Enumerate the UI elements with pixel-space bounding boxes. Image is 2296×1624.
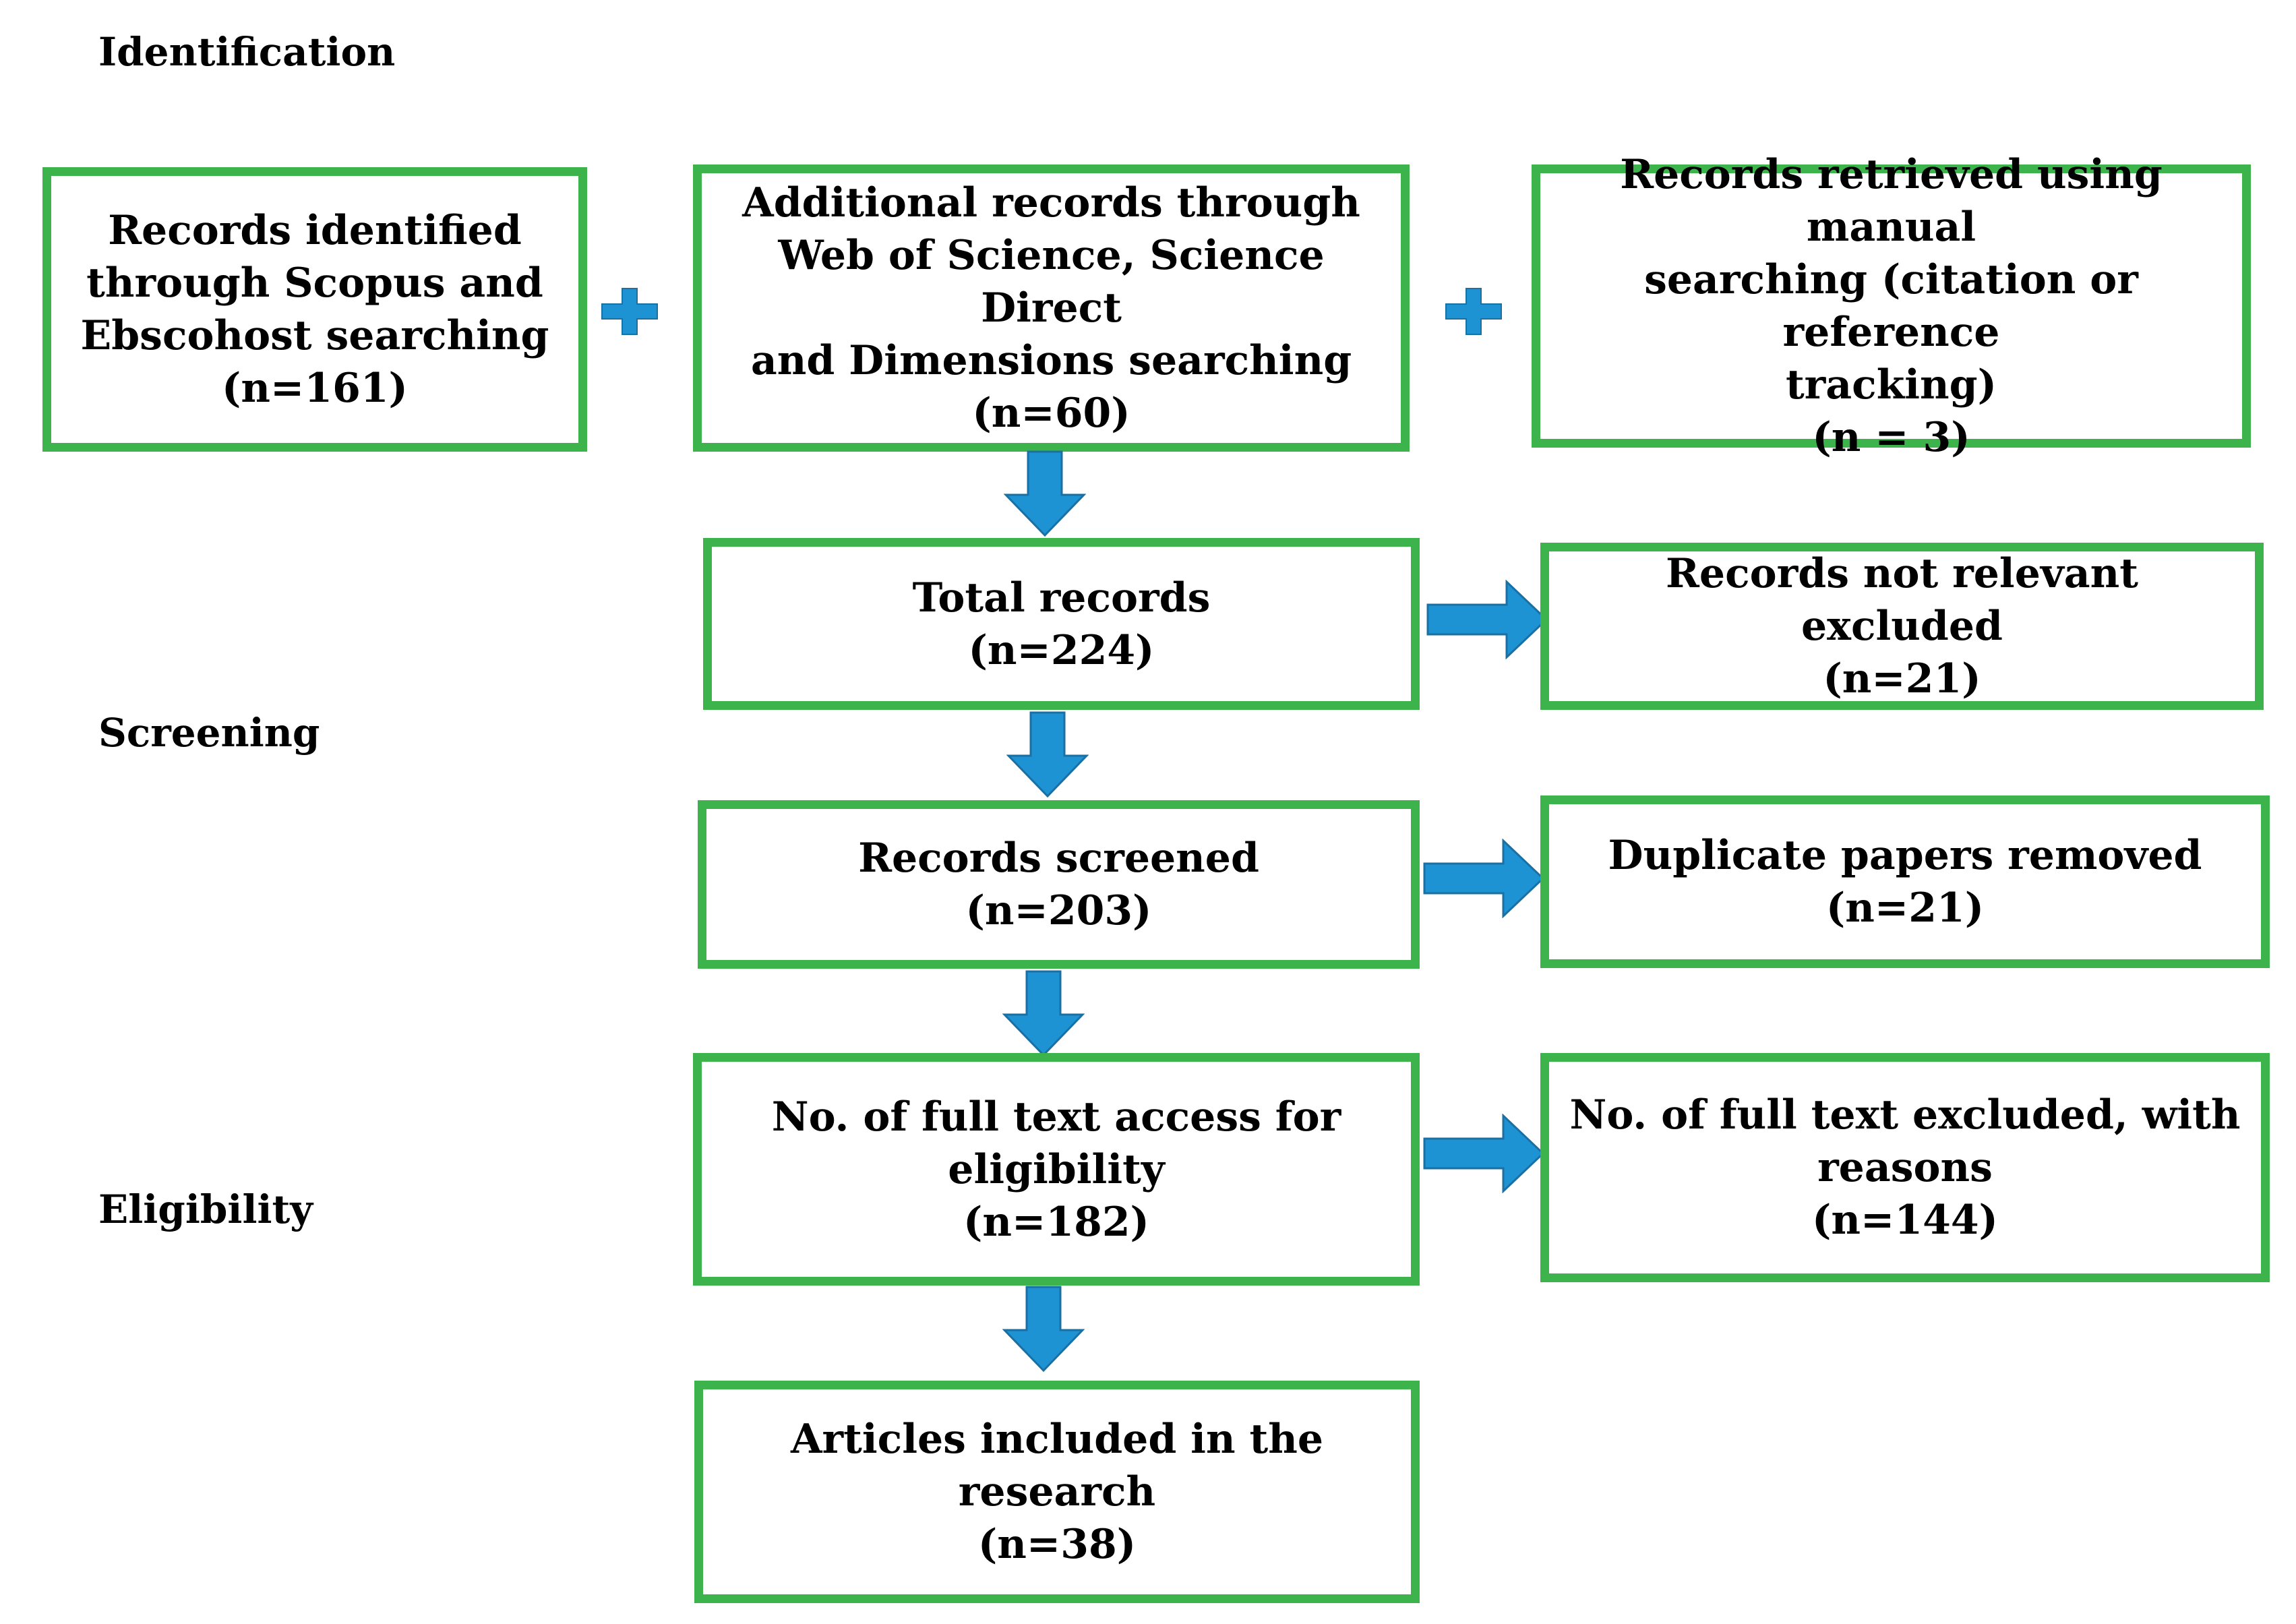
box-text-line: Records screened — [858, 835, 1259, 882]
box-not-relevant-excluded: Records not relevant excluded (n=21) — [1540, 543, 2264, 710]
box-count: (n=21) — [1823, 655, 1981, 702]
box-records-screened: Records screened (n=203) — [698, 800, 1420, 969]
box-count: (n=203) — [965, 887, 1152, 934]
box-count: (n=60) — [972, 390, 1130, 437]
box-text-line: eligibility — [948, 1145, 1165, 1193]
plus-icon — [601, 288, 658, 335]
box-text-line: Records retrieved using manual — [1620, 151, 2163, 251]
box-scopus-records: Records identified through Scopus and Eb… — [42, 167, 587, 452]
box-text-line: No. of full text access for — [771, 1093, 1341, 1141]
box-text-line: No. of full text excluded, with — [1569, 1091, 2241, 1139]
box-text-line: research — [958, 1468, 1156, 1515]
box-count: (n=182) — [963, 1198, 1149, 1246]
plus-icon — [1445, 288, 1502, 335]
box-count: (n=38) — [977, 1521, 1137, 1568]
box-text-line: Web of Science, Science Direct — [778, 232, 1325, 332]
box-text-line: Total records — [912, 574, 1211, 622]
box-total-records: Total records (n=224) — [703, 538, 1420, 710]
down-arrow-icon — [1002, 970, 1085, 1056]
box-duplicates-removed: Duplicate papers removed (n=21) — [1540, 795, 2270, 968]
box-full-text-excluded: No. of full text excluded, with reasons … — [1540, 1053, 2270, 1282]
right-arrow-icon — [1423, 839, 1545, 918]
box-text-line: Additional records through — [742, 179, 1360, 227]
box-text-line: reasons — [1817, 1144, 1993, 1191]
right-arrow-icon — [1423, 1114, 1545, 1193]
box-text-line: and Dimensions searching — [750, 337, 1352, 384]
box-full-text-eligibility: No. of full text access for eligibility … — [693, 1053, 1420, 1286]
box-text-line: through Scopus and — [86, 260, 543, 307]
down-arrow-icon — [1006, 711, 1089, 798]
box-count: (n=224) — [968, 626, 1155, 674]
box-count: (n=144) — [1812, 1197, 1998, 1244]
box-text-line: Duplicate papers removed — [1608, 832, 2202, 879]
right-arrow-icon — [1426, 580, 1548, 659]
box-text-line: Articles included in the — [791, 1416, 1323, 1463]
stage-label-screening: Screening — [98, 710, 320, 756]
stage-label-eligibility: Eligibility — [98, 1186, 313, 1232]
box-articles-included: Articles included in the research (n=38) — [694, 1381, 1420, 1603]
box-count: (n=161) — [222, 365, 408, 412]
down-arrow-icon — [1002, 1286, 1085, 1372]
box-count: (n=21) — [1825, 884, 1985, 932]
box-text-line: Records identified — [108, 207, 522, 254]
box-text-line: Records not relevant excluded — [1666, 550, 2138, 650]
box-text-line: tracking) — [1785, 361, 1997, 409]
down-arrow-icon — [1004, 450, 1086, 537]
box-count: (n = 3) — [1812, 414, 1970, 461]
box-manual-records: Records retrieved using manual searching… — [1532, 151, 2251, 461]
box-additional-records: Additional records through Web of Scienc… — [693, 164, 1410, 452]
stage-label-identification: Identification — [98, 29, 396, 75]
box-text-line: Ebscohost searching — [80, 312, 549, 359]
box-text-line: searching (citation or reference — [1644, 256, 2138, 356]
